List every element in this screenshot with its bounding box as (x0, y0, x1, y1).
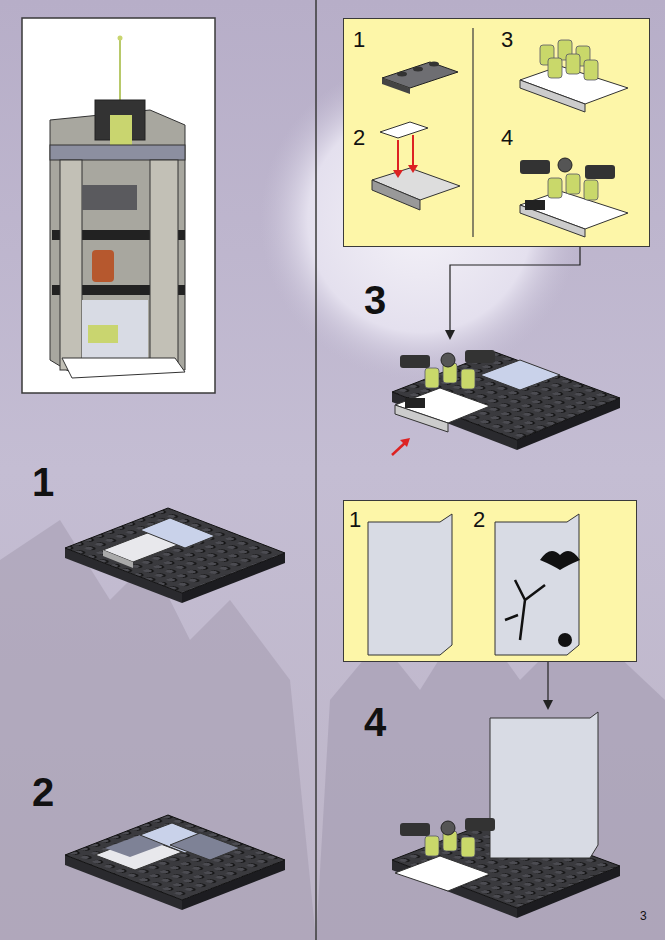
substep-number: 1 (353, 29, 365, 51)
step-number: 2 (32, 772, 54, 812)
substep-number: 4 (501, 127, 513, 149)
page-number: 3 (640, 910, 647, 922)
callout-panel: 1 2 3 4 (343, 18, 650, 247)
substep-number: 3 (501, 29, 513, 51)
step-number: 1 (32, 462, 54, 502)
step-number: 4 (364, 702, 386, 742)
substep-number: 2 (353, 127, 365, 149)
substep-number: 2 (473, 509, 485, 531)
substep-number: 1 (349, 509, 361, 531)
step-number: 3 (364, 280, 386, 320)
callout-panel: 12 (343, 500, 637, 662)
